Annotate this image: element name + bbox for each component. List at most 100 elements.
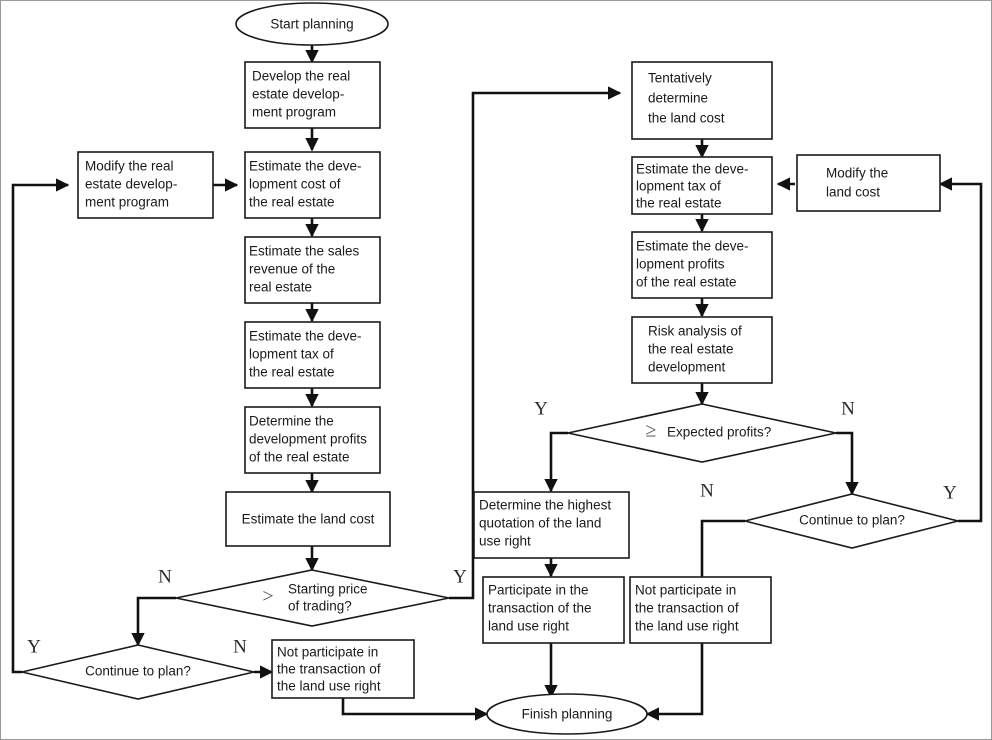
- estimate-dev-tax-right-line-1: Estimate the deve-: [636, 162, 749, 177]
- continue-plan-left-label: Continue to plan?: [85, 664, 191, 679]
- modify-program-line-1: Modify the real: [85, 159, 174, 174]
- node-estimate-dev-tax-left[interactable]: Estimate the deve- lopment tax of the re…: [244, 321, 381, 389]
- estimate-sales-revenue-line-3: real estate: [249, 280, 312, 295]
- estimate-land-cost-label: Estimate the land cost: [242, 512, 375, 527]
- estimate-dev-cost-line-1: Estimate the deve-: [249, 159, 362, 174]
- modify-program-line-3: ment program: [85, 195, 169, 210]
- node-risk-analysis[interactable]: Risk analysis of the real estate develop…: [631, 316, 773, 384]
- participate-line-1: Participate in the: [488, 583, 589, 598]
- estimate-dev-tax-right-line-3: the real estate: [636, 196, 722, 211]
- node-not-participate-left[interactable]: Not participate in the transaction of th…: [271, 639, 415, 699]
- estimate-dev-tax-right-line-2: lopment tax of: [636, 179, 721, 194]
- continue-plan-right-shape: [744, 493, 959, 549]
- node-participate[interactable]: Participate in the transaction of the la…: [482, 576, 625, 644]
- not-participate-right-line-3: the land use right: [635, 619, 739, 634]
- edge-continueright-yes-to-modifylandcost: [938, 177, 983, 523]
- label-expected-profits-yes: Y: [534, 398, 548, 419]
- estimate-dev-tax-left-line-1: Estimate the deve-: [249, 329, 362, 344]
- estimate-dev-profits-right-shape: [631, 231, 773, 299]
- develop-program-line-2: estate develop-: [252, 87, 344, 102]
- not-participate-left-shape: [271, 639, 415, 699]
- start-planning-shape: [235, 2, 389, 46]
- participate-line-3: land use right: [488, 619, 569, 634]
- expected-profits-shape: [567, 403, 837, 463]
- estimate-sales-revenue-line-2: revenue of the: [249, 262, 335, 277]
- expected-profits-comparator: ≥: [646, 420, 657, 442]
- determine-dev-profits-line-3: of the real estate: [249, 450, 350, 465]
- node-tentatively-determine[interactable]: Tentatively determine the land cost: [631, 61, 773, 140]
- start-planning-label: Start planning: [270, 17, 353, 32]
- starting-price-comparator: >: [262, 586, 273, 608]
- not-participate-left-line-2: the transaction of: [277, 662, 381, 677]
- expected-profits-label: Expected profits?: [667, 425, 771, 440]
- not-participate-right-shape: [629, 576, 772, 644]
- node-estimate-dev-profits-right[interactable]: Estimate the deve- lopment profits of th…: [631, 231, 773, 299]
- participate-line-2: transaction of the: [488, 601, 592, 616]
- estimate-dev-cost-line-3: the real estate: [249, 195, 335, 210]
- edge-notparticipateright-to-finish: [645, 643, 704, 721]
- not-participate-left-line-3: the land use right: [277, 679, 381, 694]
- edge-expected-no-to-continueright: [836, 431, 859, 496]
- estimate-dev-tax-right-shape: [631, 156, 773, 215]
- determine-highest-quotation-line-2: quotation of the land: [479, 516, 601, 531]
- branch-labels-layer: N Y Y N Y N N Y: [27, 398, 957, 657]
- edge-notparticipateleft-to-finish: [341, 698, 489, 721]
- node-develop-program[interactable]: Develop the real estate develop- ment pr…: [244, 61, 381, 129]
- node-starting-price-decision[interactable]: > Starting price of trading?: [175, 569, 450, 627]
- determine-dev-profits-line-2: development profits: [249, 432, 367, 447]
- finish-planning-shape: [486, 693, 648, 735]
- node-modify-land-cost[interactable]: Modify the land cost: [796, 154, 941, 212]
- determine-dev-profits-shape: [244, 406, 381, 474]
- edge-continueright-no-to-notparticipate: [695, 519, 745, 592]
- determine-highest-quotation-line-1: Determine the highest: [479, 498, 611, 513]
- node-modify-program[interactable]: Modify the real estate develop- ment pro…: [77, 151, 214, 219]
- node-not-participate-right[interactable]: Not participate in the transaction of th…: [629, 576, 772, 644]
- not-participate-right-line-2: the transaction of: [635, 601, 739, 616]
- node-determine-highest-quotation[interactable]: Determine the highest quotation of the l…: [473, 491, 630, 559]
- modify-land-cost-line-1: Modify the: [826, 166, 888, 181]
- node-continue-plan-right-decision[interactable]: Continue to plan?: [744, 493, 959, 549]
- tentatively-determine-line-1: Tentatively: [648, 71, 712, 86]
- participate-shape: [482, 576, 625, 644]
- estimate-sales-revenue-shape: [244, 236, 381, 304]
- determine-highest-quotation-shape: [473, 491, 630, 559]
- edge-expected-yes-to-quotation: [544, 431, 568, 493]
- modify-program-line-2: estate develop-: [85, 177, 177, 192]
- node-start-planning[interactable]: Start planning: [235, 2, 389, 46]
- label-expected-profits-no: N: [841, 398, 855, 419]
- node-estimate-dev-cost[interactable]: Estimate the deve- lopment cost of the r…: [244, 151, 381, 219]
- develop-program-line-3: ment program: [252, 105, 336, 120]
- starting-price-line-1: Starting price: [288, 582, 368, 597]
- label-starting-price-no: N: [158, 566, 172, 587]
- edges-layer: [11, 45, 983, 721]
- label-continue-left-yes: Y: [27, 636, 41, 657]
- node-determine-dev-profits[interactable]: Determine the development profits of the…: [244, 406, 381, 474]
- develop-program-shape: [244, 61, 381, 129]
- estimate-dev-profits-right-line-2: lopment profits: [636, 257, 725, 272]
- estimate-dev-profits-right-line-1: Estimate the deve-: [636, 239, 749, 254]
- estimate-dev-tax-left-line-2: lopment tax of: [249, 347, 334, 362]
- continue-plan-left-shape: [21, 644, 255, 700]
- node-estimate-land-cost[interactable]: Estimate the land cost: [225, 491, 391, 547]
- tentatively-determine-line-3: the land cost: [648, 111, 725, 126]
- determine-highest-quotation-line-3: use right: [479, 534, 531, 549]
- node-finish-planning[interactable]: Finish planning: [486, 693, 648, 735]
- tentatively-determine-line-2: determine: [648, 91, 708, 106]
- estimate-dev-cost-line-2: lopment cost of: [249, 177, 341, 192]
- estimate-dev-profits-right-line-3: of the real estate: [636, 275, 737, 290]
- not-participate-right-line-1: Not participate in: [635, 583, 736, 598]
- risk-analysis-line-2: the real estate: [648, 342, 734, 357]
- risk-analysis-line-3: development: [648, 360, 726, 375]
- starting-price-line-2: of trading?: [288, 599, 352, 614]
- node-estimate-dev-tax-right[interactable]: Estimate the deve- lopment tax of the re…: [631, 156, 773, 215]
- modify-land-cost-line-2: land cost: [826, 185, 880, 200]
- estimate-dev-tax-left-line-3: the real estate: [249, 365, 335, 380]
- estimate-land-cost-shape: [225, 491, 391, 547]
- node-estimate-sales-revenue[interactable]: Estimate the sales revenue of the real e…: [244, 236, 381, 304]
- node-expected-profits-decision[interactable]: ≥ Expected profits?: [567, 403, 837, 463]
- node-continue-plan-left-decision[interactable]: Continue to plan?: [21, 644, 255, 700]
- finish-planning-label: Finish planning: [522, 707, 613, 722]
- edge-startingprice-no-to-continue: [131, 596, 176, 647]
